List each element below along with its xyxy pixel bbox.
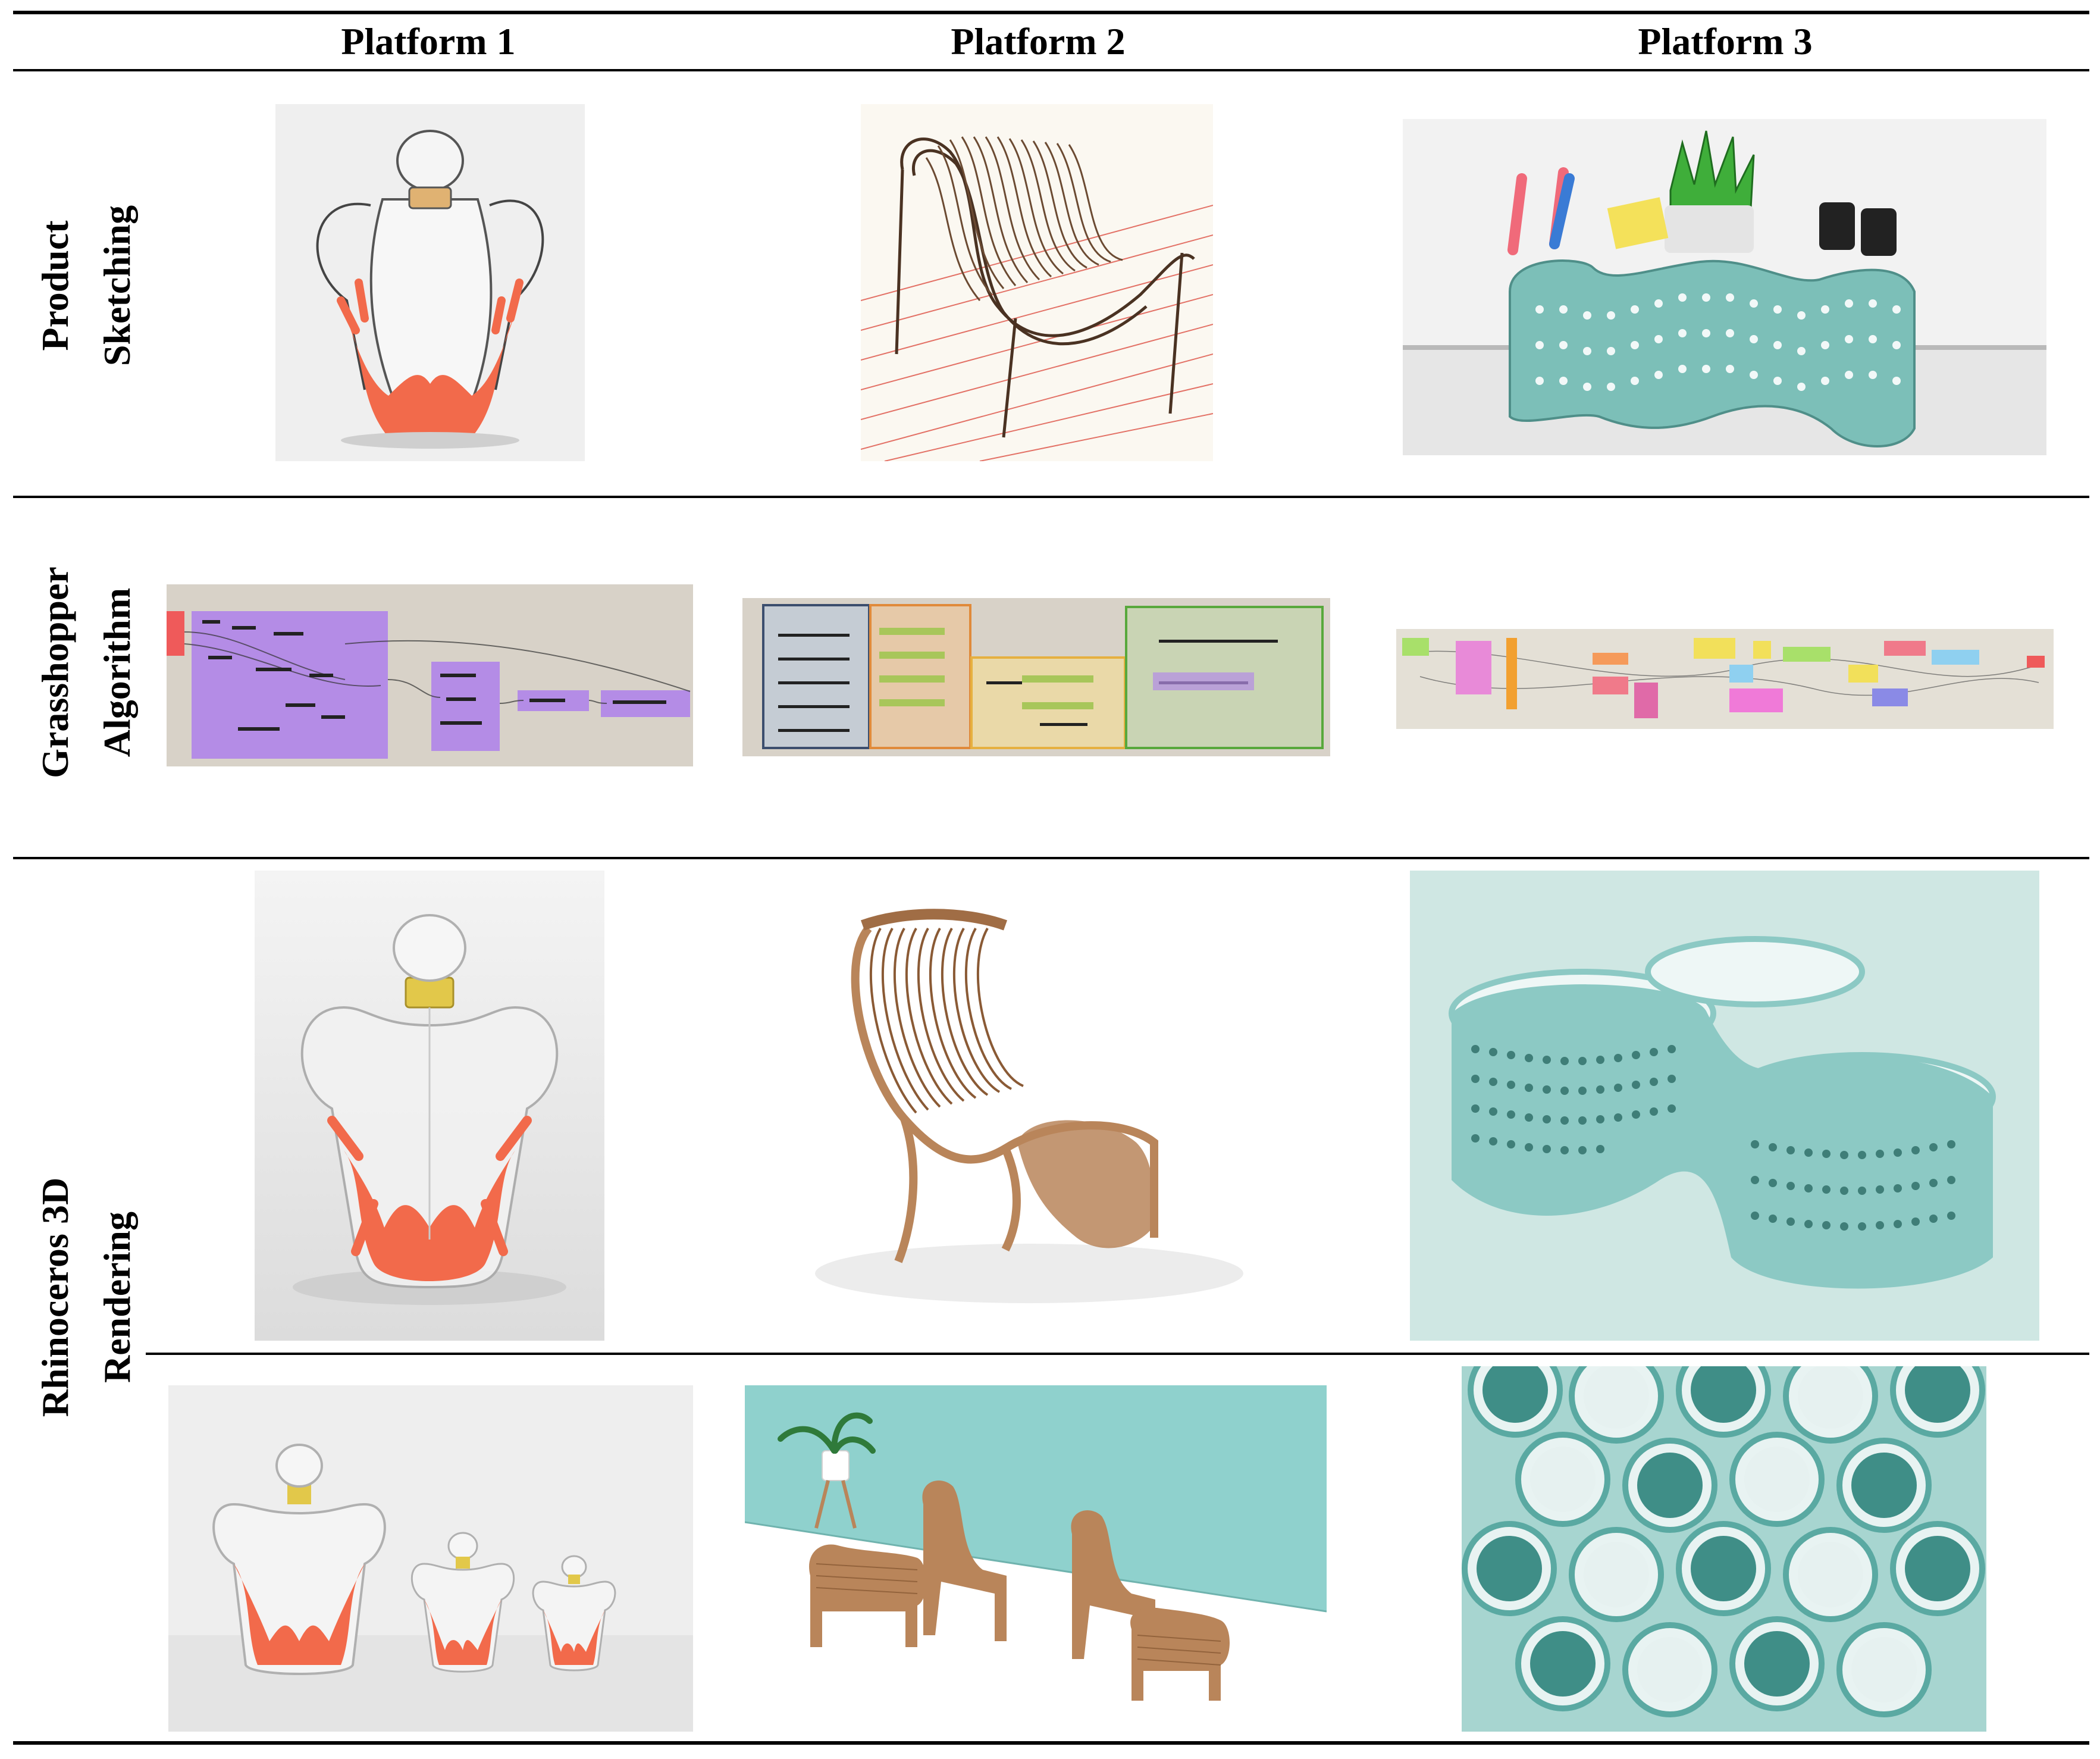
- render-desk-organizer: [1410, 871, 2039, 1341]
- render-perfume-bottle-family: [168, 1385, 693, 1732]
- row-label-grasshopper-algorithm: Grasshopper Algorithm: [34, 566, 138, 778]
- top-rule-thick: [13, 11, 2089, 14]
- grasshopper-graph-platform-2: [742, 598, 1330, 756]
- row2-rule: [13, 857, 2089, 859]
- row-label-product-sketching: Product Sketching: [34, 205, 138, 367]
- sketch-wooden-chair: [861, 104, 1213, 461]
- bottom-rule-thick: [13, 1741, 2089, 1745]
- grasshopper-graph-platform-1: [167, 584, 693, 766]
- render-chair-room-scene: [745, 1385, 1327, 1732]
- column-header-platform-2: Platform 2: [951, 20, 1126, 62]
- column-header-platform-1: Platform 1: [341, 20, 516, 62]
- render-wooden-chair: [767, 893, 1292, 1321]
- render-organizer-pattern: [1462, 1366, 1986, 1732]
- header-rule: [13, 69, 2089, 71]
- sketch-perfume-bottle: [275, 104, 585, 461]
- row3-inner-rule: [146, 1353, 2089, 1355]
- row1-rule: [13, 496, 2089, 498]
- column-header-platform-3: Platform 3: [1638, 20, 1813, 62]
- grasshopper-graph-platform-3: [1396, 629, 2054, 729]
- sketch-desk-organizer: [1403, 119, 2046, 455]
- render-perfume-bottle: [255, 871, 604, 1341]
- row-label-rhinoceros-rendering: Rhinoceros 3D Rendering: [34, 1177, 138, 1417]
